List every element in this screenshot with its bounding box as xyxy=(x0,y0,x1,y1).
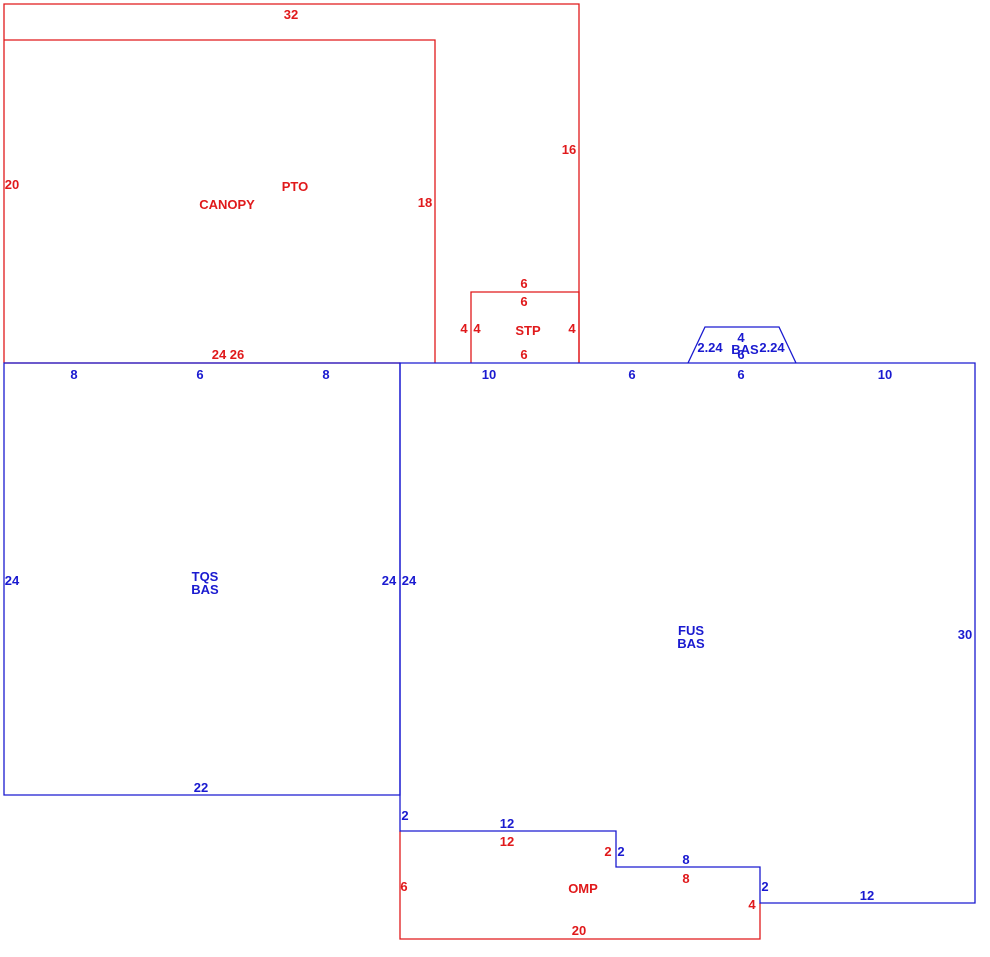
dim-omp-right: 4 xyxy=(748,897,756,912)
canopy-outline xyxy=(4,39,436,363)
dim-fus-right: 30 xyxy=(958,627,972,642)
dim-omp-top: 12 xyxy=(500,834,514,849)
dim-omp-mid: 8 xyxy=(682,871,689,886)
dim-omp-left: 6 xyxy=(400,879,407,894)
dim-canopy-bottom: 24 xyxy=(212,347,227,362)
dim-tqs-top-b: 6 xyxy=(196,367,203,382)
dim-fus-top-d: 10 xyxy=(878,367,892,382)
dim-omp-step: 2 xyxy=(604,844,611,859)
dim-fus-b12b: 12 xyxy=(860,888,874,903)
dim-fus-b8: 8 xyxy=(682,852,689,867)
area-omp-label: OMP xyxy=(568,881,598,896)
dim-canopy-left: 20 xyxy=(5,177,19,192)
area-tqs-label: TQS xyxy=(192,569,219,584)
dim-pto-bottom: 26 xyxy=(230,347,244,362)
area-canopy-label: CANOPY xyxy=(199,197,255,212)
area-pto-label: PTO xyxy=(282,179,309,194)
dim-stp-left-outer: 4 xyxy=(460,321,468,336)
dim-fus-left: 24 xyxy=(402,573,417,588)
bay-outline xyxy=(687,326,797,364)
dim-bay-top: 4 xyxy=(737,330,745,345)
area-fus-label: FUS xyxy=(678,623,704,638)
dim-fus-top-b: 6 xyxy=(628,367,635,382)
dim-omp-bottom: 20 xyxy=(572,923,586,938)
dim-fus-top-a: 10 xyxy=(482,367,496,382)
dim-stp-bottom: 6 xyxy=(520,347,527,362)
dim-pto-top: 32 xyxy=(284,7,298,22)
dim-tqs-bottom: 22 xyxy=(194,780,208,795)
dim-bay-bottom: 6 xyxy=(737,347,744,362)
area-bay-label: BAS xyxy=(731,342,759,357)
dim-stp-right: 4 xyxy=(568,321,576,336)
area-tqs-label-2: BAS xyxy=(191,582,219,597)
pto-outline xyxy=(3,3,580,363)
dim-fus-step3: 2 xyxy=(761,879,768,894)
stp-outline xyxy=(470,291,580,363)
dim-bay-left: 2.24 xyxy=(697,340,723,355)
dim-tqs-top-c: 8 xyxy=(322,367,329,382)
dim-fus-step2: 2 xyxy=(617,844,624,859)
dim-fus-step1: 2 xyxy=(401,808,408,823)
fus-outline xyxy=(399,362,976,904)
dim-pto-right: 16 xyxy=(562,142,576,157)
dim-fus-b12: 12 xyxy=(500,816,514,831)
dim-stp-top-inner: 6 xyxy=(520,294,527,309)
dim-stp-left-inner: 4 xyxy=(473,321,481,336)
area-fus-label-2: BAS xyxy=(677,636,705,651)
dim-tqs-right: 24 xyxy=(382,573,397,588)
dim-bay-right: 2.24 xyxy=(759,340,785,355)
dim-stp-top-outer: 6 xyxy=(520,276,527,291)
dim-fus-top-c: 6 xyxy=(737,367,744,382)
dim-tqs-left: 24 xyxy=(5,573,20,588)
dim-canopy-right: 18 xyxy=(418,195,432,210)
omp-outline xyxy=(399,831,761,940)
area-stp-label: STP xyxy=(515,323,541,338)
dim-tqs-top-a: 8 xyxy=(70,367,77,382)
